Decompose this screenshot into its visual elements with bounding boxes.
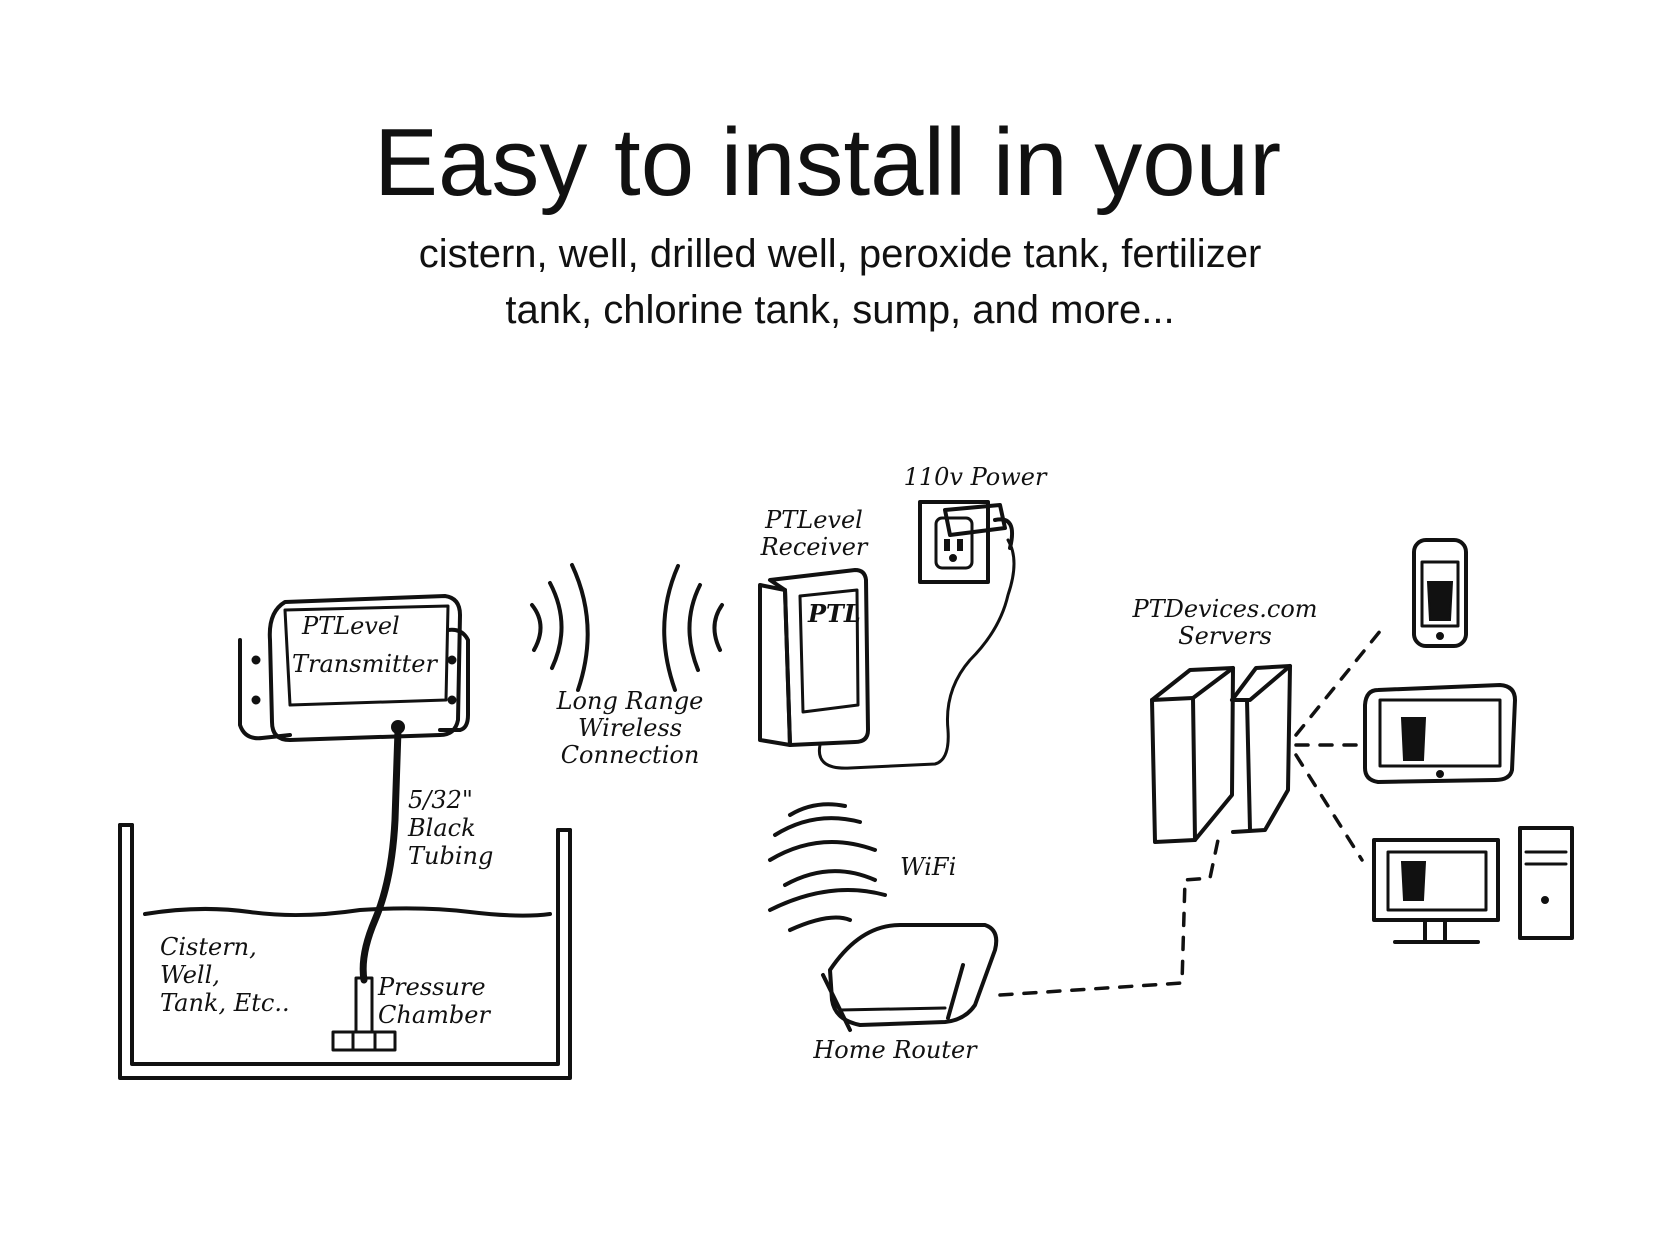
tubing-illustration: 5/32" Black Tubing [359, 720, 493, 984]
receiver-label-line-2: Receiver [760, 533, 869, 561]
transmitter-illustration: PTLevel Transmitter [238, 594, 470, 742]
page-subtitle: cistern, well, drilled well, peroxide ta… [300, 226, 1380, 338]
phone-icon [1412, 538, 1468, 648]
transmitter-label-line-1: PTLevel [301, 612, 400, 640]
router-label: Home Router [812, 1036, 978, 1064]
receiver-logo: PTL [807, 599, 861, 628]
subtitle-line-2: tank, chlorine tank, sump, and more... [505, 288, 1175, 332]
chamber-label-line-1: Pressure [377, 973, 486, 1001]
servers-illustration: PTDevices.com Servers [1131, 595, 1318, 844]
page-title: Easy to install in your [373, 109, 1282, 216]
receiver-label-line-1: PTLevel [764, 506, 863, 534]
receiver-illustration: PTL PTLevel Receiver [758, 506, 1016, 770]
chamber-label-line-2: Chamber [378, 1001, 491, 1029]
radio-waves-icon [530, 563, 724, 692]
wireless-label-line-3: Connection [561, 741, 700, 769]
power-label: 110v Power [904, 463, 1048, 491]
servers-label-line-2: Servers [1178, 622, 1272, 650]
tubing-label-line-1: 5/32" [408, 786, 473, 814]
wireless-label-line-1: Long Range [556, 687, 704, 715]
server-to-client-links [1294, 623, 1387, 862]
water-surface [143, 906, 552, 918]
servers-label-line-1: PTDevices.com [1131, 595, 1317, 623]
tank-label-line-3: Tank, Etc.. [160, 989, 290, 1017]
wireless-label-line-2: Wireless [578, 714, 682, 742]
tubing-label-line-3: Tubing [408, 842, 493, 870]
tank-illustration: Cistern, Well, Tank, Etc.. [118, 823, 572, 1080]
transmitter-label-line-2: Transmitter [292, 650, 438, 678]
subtitle-line-1: cistern, well, drilled well, peroxide ta… [418, 232, 1262, 276]
router-to-server-link [998, 838, 1220, 997]
tablet-icon [1363, 683, 1517, 784]
tank-label-line-1: Cistern, [160, 933, 257, 961]
wifi-label: WiFi [900, 853, 956, 881]
pressure-chamber-illustration: Pressure Chamber [331, 973, 491, 1052]
power-outlet-icon [918, 500, 1015, 584]
desktop-computer-icon [1372, 826, 1574, 944]
tank-label-line-2: Well, [160, 961, 220, 989]
wifi-icon [768, 802, 887, 932]
tubing-label-line-2: Black [407, 814, 476, 842]
router-illustration: Home Router [812, 923, 999, 1064]
